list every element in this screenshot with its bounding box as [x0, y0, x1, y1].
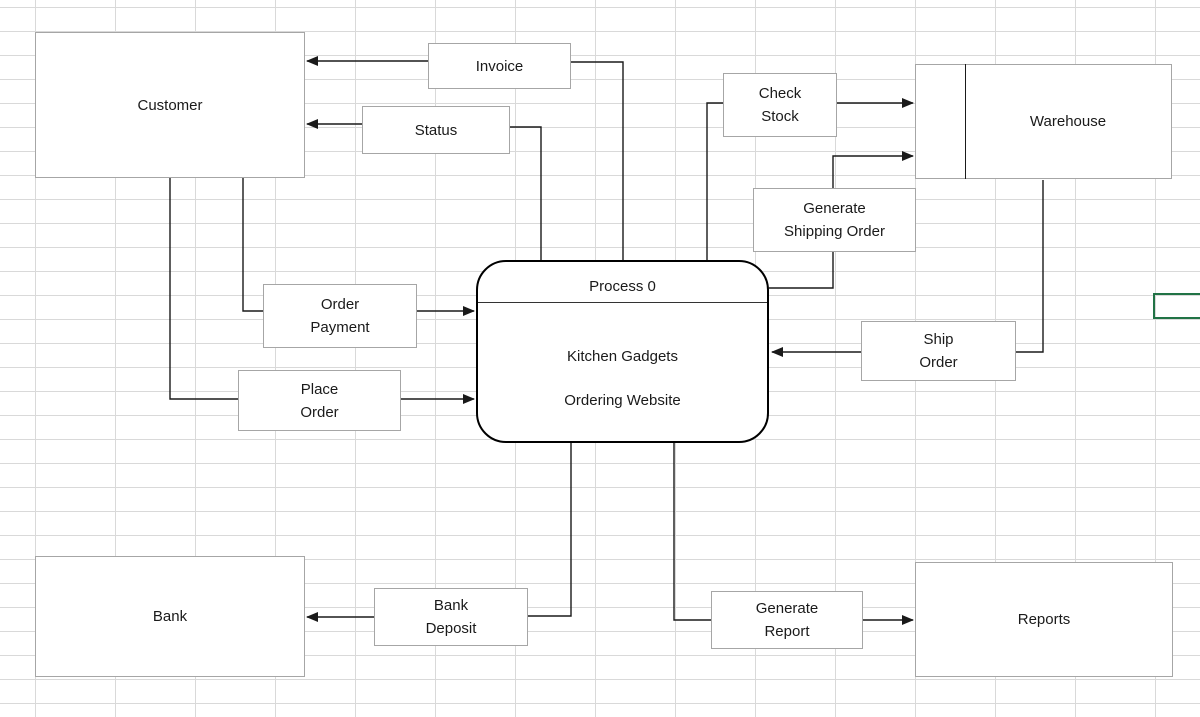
flow-label-ship-order-text: Ship Order: [919, 331, 958, 371]
entity-customer[interactable]: Customer: [35, 32, 305, 178]
flow-warehouse-to-ship-order-stem[interactable]: [1016, 180, 1044, 353]
flow-process-to-bank-deposit-stem[interactable]: [528, 443, 572, 617]
warehouse-store-bar: [965, 64, 966, 179]
flow-label-generate-shipping-order-text: Generate Shipping Order: [784, 200, 885, 240]
flow-label-place-order-text: Place Order: [300, 380, 339, 421]
flow-process-to-invoice-stem[interactable]: [571, 61, 624, 260]
flow-process-to-status-stem[interactable]: [510, 126, 542, 260]
entity-warehouse-label: Warehouse: [1029, 113, 1107, 130]
selected-cell[interactable]: [1153, 293, 1200, 319]
flow-label-place-order[interactable]: Place Order: [238, 370, 401, 431]
flow-label-generate-report-text: Generate Report: [755, 600, 819, 640]
flow-process-to-generate-shipping-stem[interactable]: [769, 252, 834, 289]
flow-label-invoice[interactable]: Invoice: [428, 43, 571, 89]
flow-label-status[interactable]: Status: [362, 106, 510, 154]
flow-label-bank-deposit-text: Bank Deposit: [425, 597, 477, 637]
flow-label-ship-order[interactable]: Ship Order: [861, 321, 1016, 381]
flow-customer-to-order-payment-stem[interactable]: [242, 178, 263, 312]
entity-customer-label: Customer: [137, 96, 203, 114]
process-title: Process 0: [478, 262, 767, 303]
flow-label-bank-deposit[interactable]: Bank Deposit: [374, 588, 528, 646]
entity-warehouse[interactable]: Warehouse: [915, 64, 1172, 179]
entity-bank-label: Bank: [152, 608, 188, 625]
flow-label-order-payment[interactable]: Order Payment: [263, 284, 417, 348]
process-name-line1: Kitchen Gadgets: [567, 348, 678, 365]
flow-label-status-text: Status: [414, 121, 458, 139]
flow-customer-to-place-order-stem[interactable]: [169, 178, 238, 400]
flow-process-to-check-stock-stem[interactable]: [706, 102, 723, 260]
flow-label-check-stock-text: Check Stock: [758, 85, 802, 125]
process-name-line2: Ordering Website: [564, 392, 681, 409]
flow-label-invoice-text: Invoice: [475, 57, 524, 75]
flow-label-generate-report[interactable]: Generate Report: [711, 591, 863, 649]
flow-label-order-payment-text: Order Payment: [310, 296, 370, 336]
entity-reports-label: Reports: [1017, 611, 1071, 628]
flow-generate-shipping-to-warehouse-arrow[interactable]: [832, 151, 914, 188]
entity-bank[interactable]: Bank: [35, 556, 305, 677]
flow-label-check-stock[interactable]: Check Stock: [723, 73, 837, 137]
entity-reports[interactable]: Reports: [915, 562, 1173, 677]
flow-label-generate-shipping-order[interactable]: Generate Shipping Order: [753, 188, 916, 252]
flow-process-to-generate-report-stem[interactable]: [673, 443, 711, 621]
process-0-shape[interactable]: Process 0 Kitchen Gadgets Ordering Websi…: [476, 260, 769, 443]
